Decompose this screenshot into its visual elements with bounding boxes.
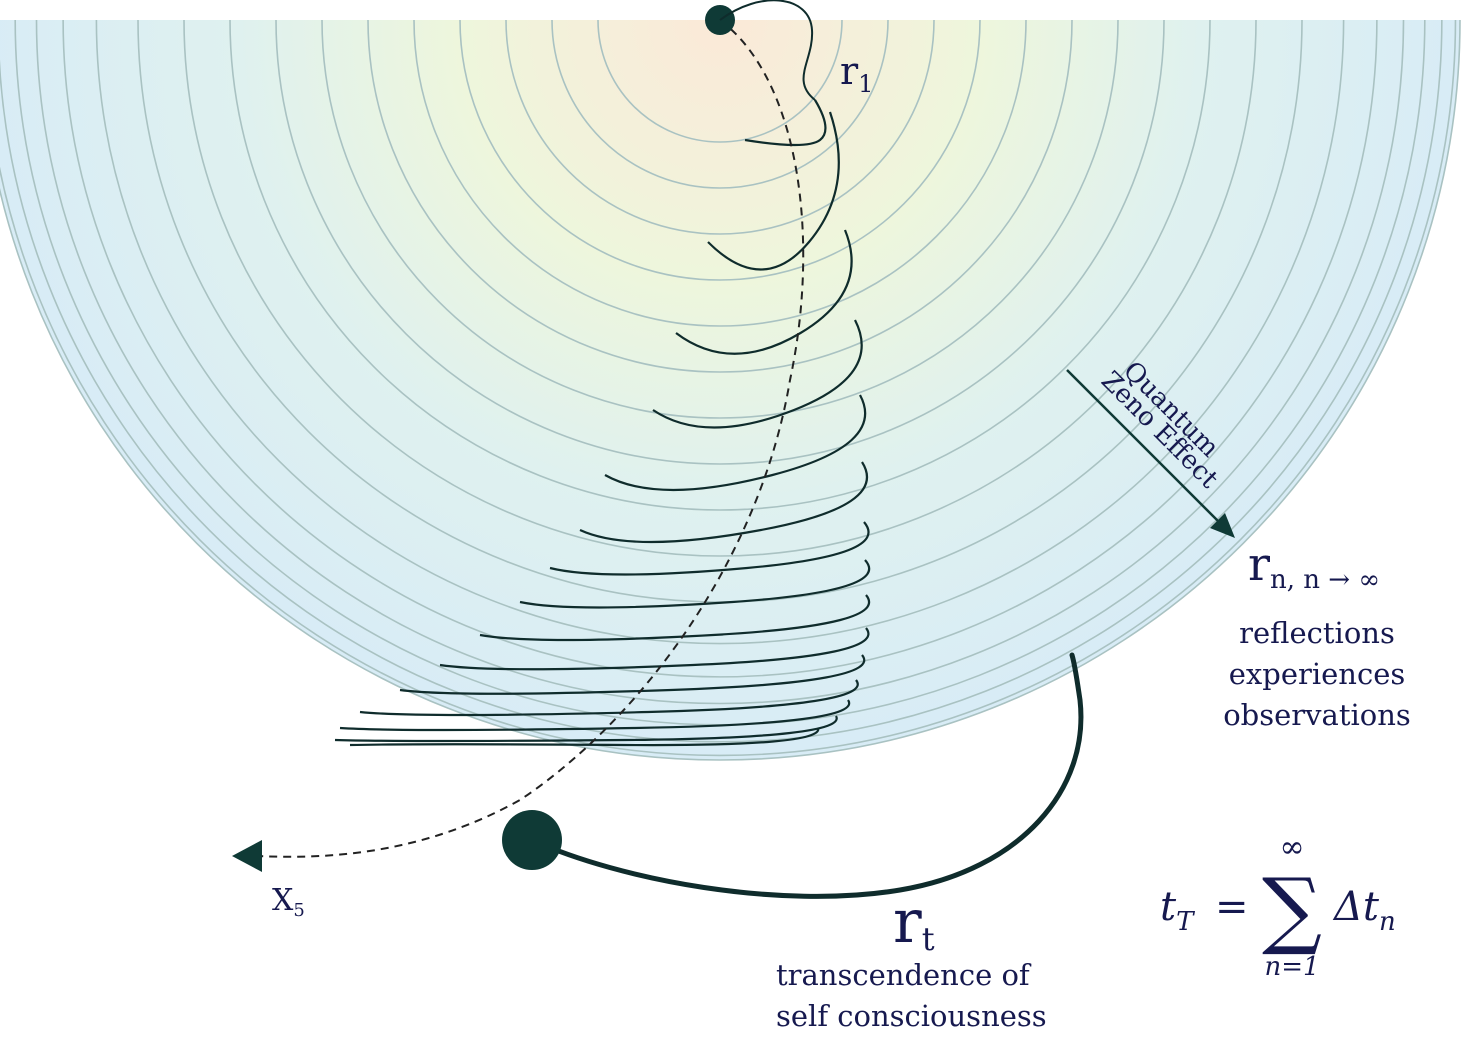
time-formula: tT = ∑ ∞ n=1 Δtn <box>1160 830 1396 982</box>
rn-desc-line: observations <box>1223 698 1411 732</box>
spiral-arc <box>604 394 867 492</box>
svg-text:n=1: n=1 <box>1264 952 1319 982</box>
rn-description: reflections experiences observations <box>1223 616 1411 732</box>
r1-loop <box>719 0 816 101</box>
ring <box>367 20 1073 373</box>
rt-desc-line: transcendence of <box>776 958 1032 992</box>
ring <box>551 20 889 189</box>
ring <box>183 20 1257 557</box>
spiral-arc <box>549 521 870 576</box>
svg-text:∞: ∞ <box>1280 830 1305 865</box>
rn-label: rn, n → ∞ <box>1248 537 1380 595</box>
spiral-arc <box>339 699 851 732</box>
transcendence-loop <box>529 652 1084 899</box>
spiral-arc <box>579 461 868 544</box>
ring <box>229 20 1211 511</box>
ring <box>275 20 1165 465</box>
svg-text:tT: tT <box>1160 884 1195 937</box>
ring <box>597 20 843 143</box>
ring <box>505 20 935 235</box>
x5-label: X5 <box>272 883 305 921</box>
ring <box>0 20 1457 757</box>
spiral-arc <box>349 727 820 747</box>
ring <box>62 20 1378 678</box>
rt-desc-line: self consciousness <box>776 999 1047 1033</box>
zeno-arrow-line <box>1066 369 1223 526</box>
ring <box>321 20 1119 419</box>
spiral-arcs <box>334 99 871 747</box>
r1-label: r1 <box>840 49 873 98</box>
spiral-arc <box>479 594 871 642</box>
arrowhead-icon <box>232 840 262 872</box>
ring <box>459 20 981 281</box>
dashed-trajectory <box>257 19 805 858</box>
zeno-arrowhead-icon <box>1210 513 1235 538</box>
spiral-arc <box>744 99 827 147</box>
spiral-arc <box>675 229 853 355</box>
ring <box>0 20 1461 761</box>
rt-label: rt <box>893 887 935 958</box>
spiral-arc <box>652 319 863 429</box>
ring <box>95 20 1345 645</box>
spiral-arc <box>439 627 870 671</box>
spiral-arc <box>519 559 871 609</box>
ring <box>413 20 1027 327</box>
disc-fill <box>0 20 1460 760</box>
end-node-icon <box>502 810 562 870</box>
svg-text:=: = <box>1215 884 1249 930</box>
ring <box>0 20 1443 743</box>
ring <box>35 20 1405 705</box>
spiral-arc <box>707 111 840 271</box>
svg-text:∑: ∑ <box>1262 860 1322 958</box>
spiral-arc <box>359 679 859 717</box>
rn-desc-line: reflections <box>1239 616 1395 650</box>
svg-text:Δtn: Δtn <box>1332 884 1396 937</box>
rt-description: transcendence of self consciousness <box>776 958 1047 1033</box>
rn-desc-line: experiences <box>1229 657 1406 691</box>
spiral-arc <box>399 654 866 695</box>
